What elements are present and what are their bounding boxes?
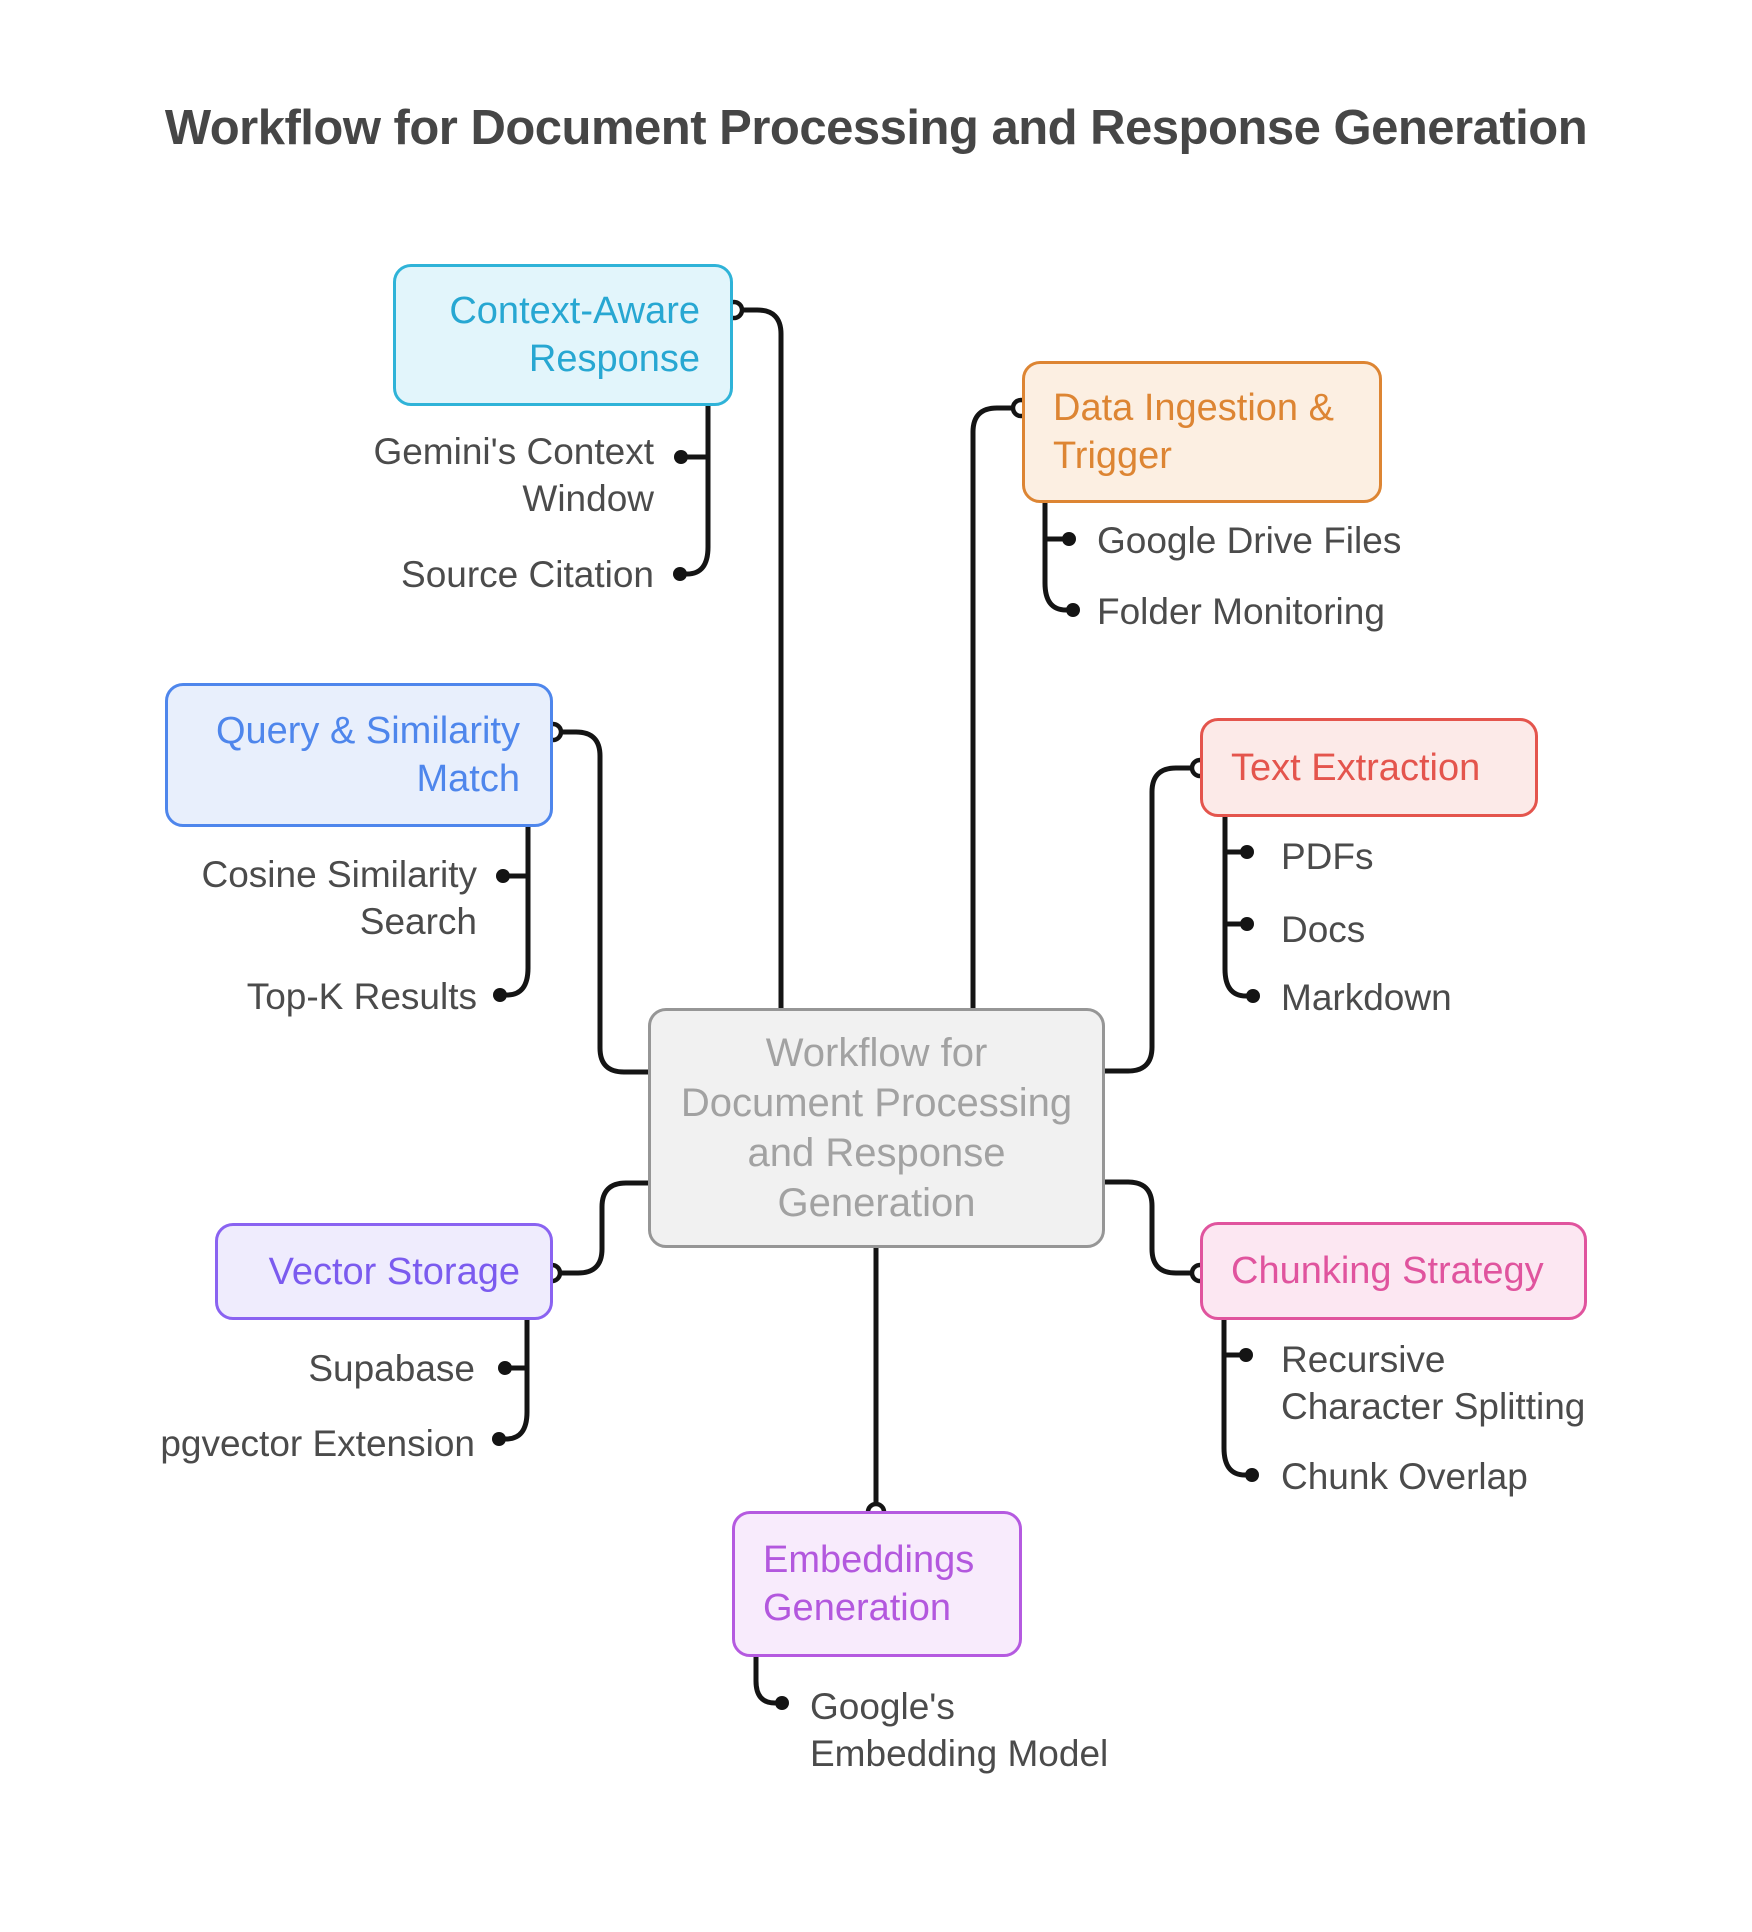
node-data-ingestion-trigger: Data Ingestion & Trigger xyxy=(1022,361,1382,503)
leaf-top-k-results: Top-K Results xyxy=(246,976,477,1017)
node-vector-storage: Vector Storage xyxy=(215,1223,553,1320)
leaf-folder-monitoring: Folder Monitoring xyxy=(1097,591,1385,632)
connector-context-aware xyxy=(739,307,784,1011)
leaf-recursive-character-splitting: Recursive Character Splitting xyxy=(1281,1339,1586,1427)
connector-chunking-strategy xyxy=(1102,1179,1195,1276)
child-connectors xyxy=(492,402,1260,1710)
leaf-google-drive-files: Google Drive Files xyxy=(1097,520,1402,561)
leaf-googles-embedding-model: Google's Embedding Model xyxy=(810,1686,1109,1774)
node-central-workflow: Workflow for Document Processing and Res… xyxy=(648,1008,1105,1248)
leaf-pdfs: PDFs xyxy=(1281,836,1374,877)
branch-connectors xyxy=(557,307,1195,1507)
leaf-chunk-overlap: Chunk Overlap xyxy=(1281,1456,1528,1497)
connector-text-extraction xyxy=(1102,765,1195,1074)
leaf-source-citation: Source Citation xyxy=(401,554,654,595)
node-context-aware-response: Context-Aware Response xyxy=(393,264,733,406)
leaf-supabase: Supabase xyxy=(308,1348,475,1389)
node-data-ingestion-label: Data Ingestion & Trigger xyxy=(1053,387,1334,477)
leaf-cosine-similarity-search: Cosine Similarity Search xyxy=(201,854,477,942)
leaf-geminis-context-window: Gemini's Context Window xyxy=(373,431,654,519)
node-query-similarity-match: Query & Similarity Match xyxy=(165,683,553,827)
diagram-title: Workflow for Document Processing and Res… xyxy=(164,101,1588,155)
node-query-similarity-label: Query & Similarity Match xyxy=(215,710,520,800)
node-chunking-strategy: Chunking Strategy xyxy=(1200,1222,1587,1320)
leaf-docs: Docs xyxy=(1281,909,1366,950)
node-chunking-strategy-label: Chunking Strategy xyxy=(1231,1250,1544,1292)
connector-vector-storage xyxy=(557,1180,651,1276)
node-text-extraction-label: Text Extraction xyxy=(1231,746,1481,789)
connector-data-ingestion xyxy=(970,405,1016,1011)
node-text-extraction: Text Extraction xyxy=(1200,718,1538,817)
node-central-label: Workflow for Document Processing and Res… xyxy=(680,1031,1073,1225)
connector-query-similarity xyxy=(558,729,651,1075)
node-context-aware-label: Context-Aware Response xyxy=(449,290,700,380)
leaf-pgvector-extension: pgvector Extension xyxy=(160,1423,475,1464)
node-embeddings-label: Embeddings Generation xyxy=(763,1539,975,1629)
leaf-markdown: Markdown xyxy=(1281,977,1452,1018)
node-embeddings-generation: Embeddings Generation xyxy=(732,1511,1022,1657)
node-vector-storage-label: Vector Storage xyxy=(268,1250,520,1293)
